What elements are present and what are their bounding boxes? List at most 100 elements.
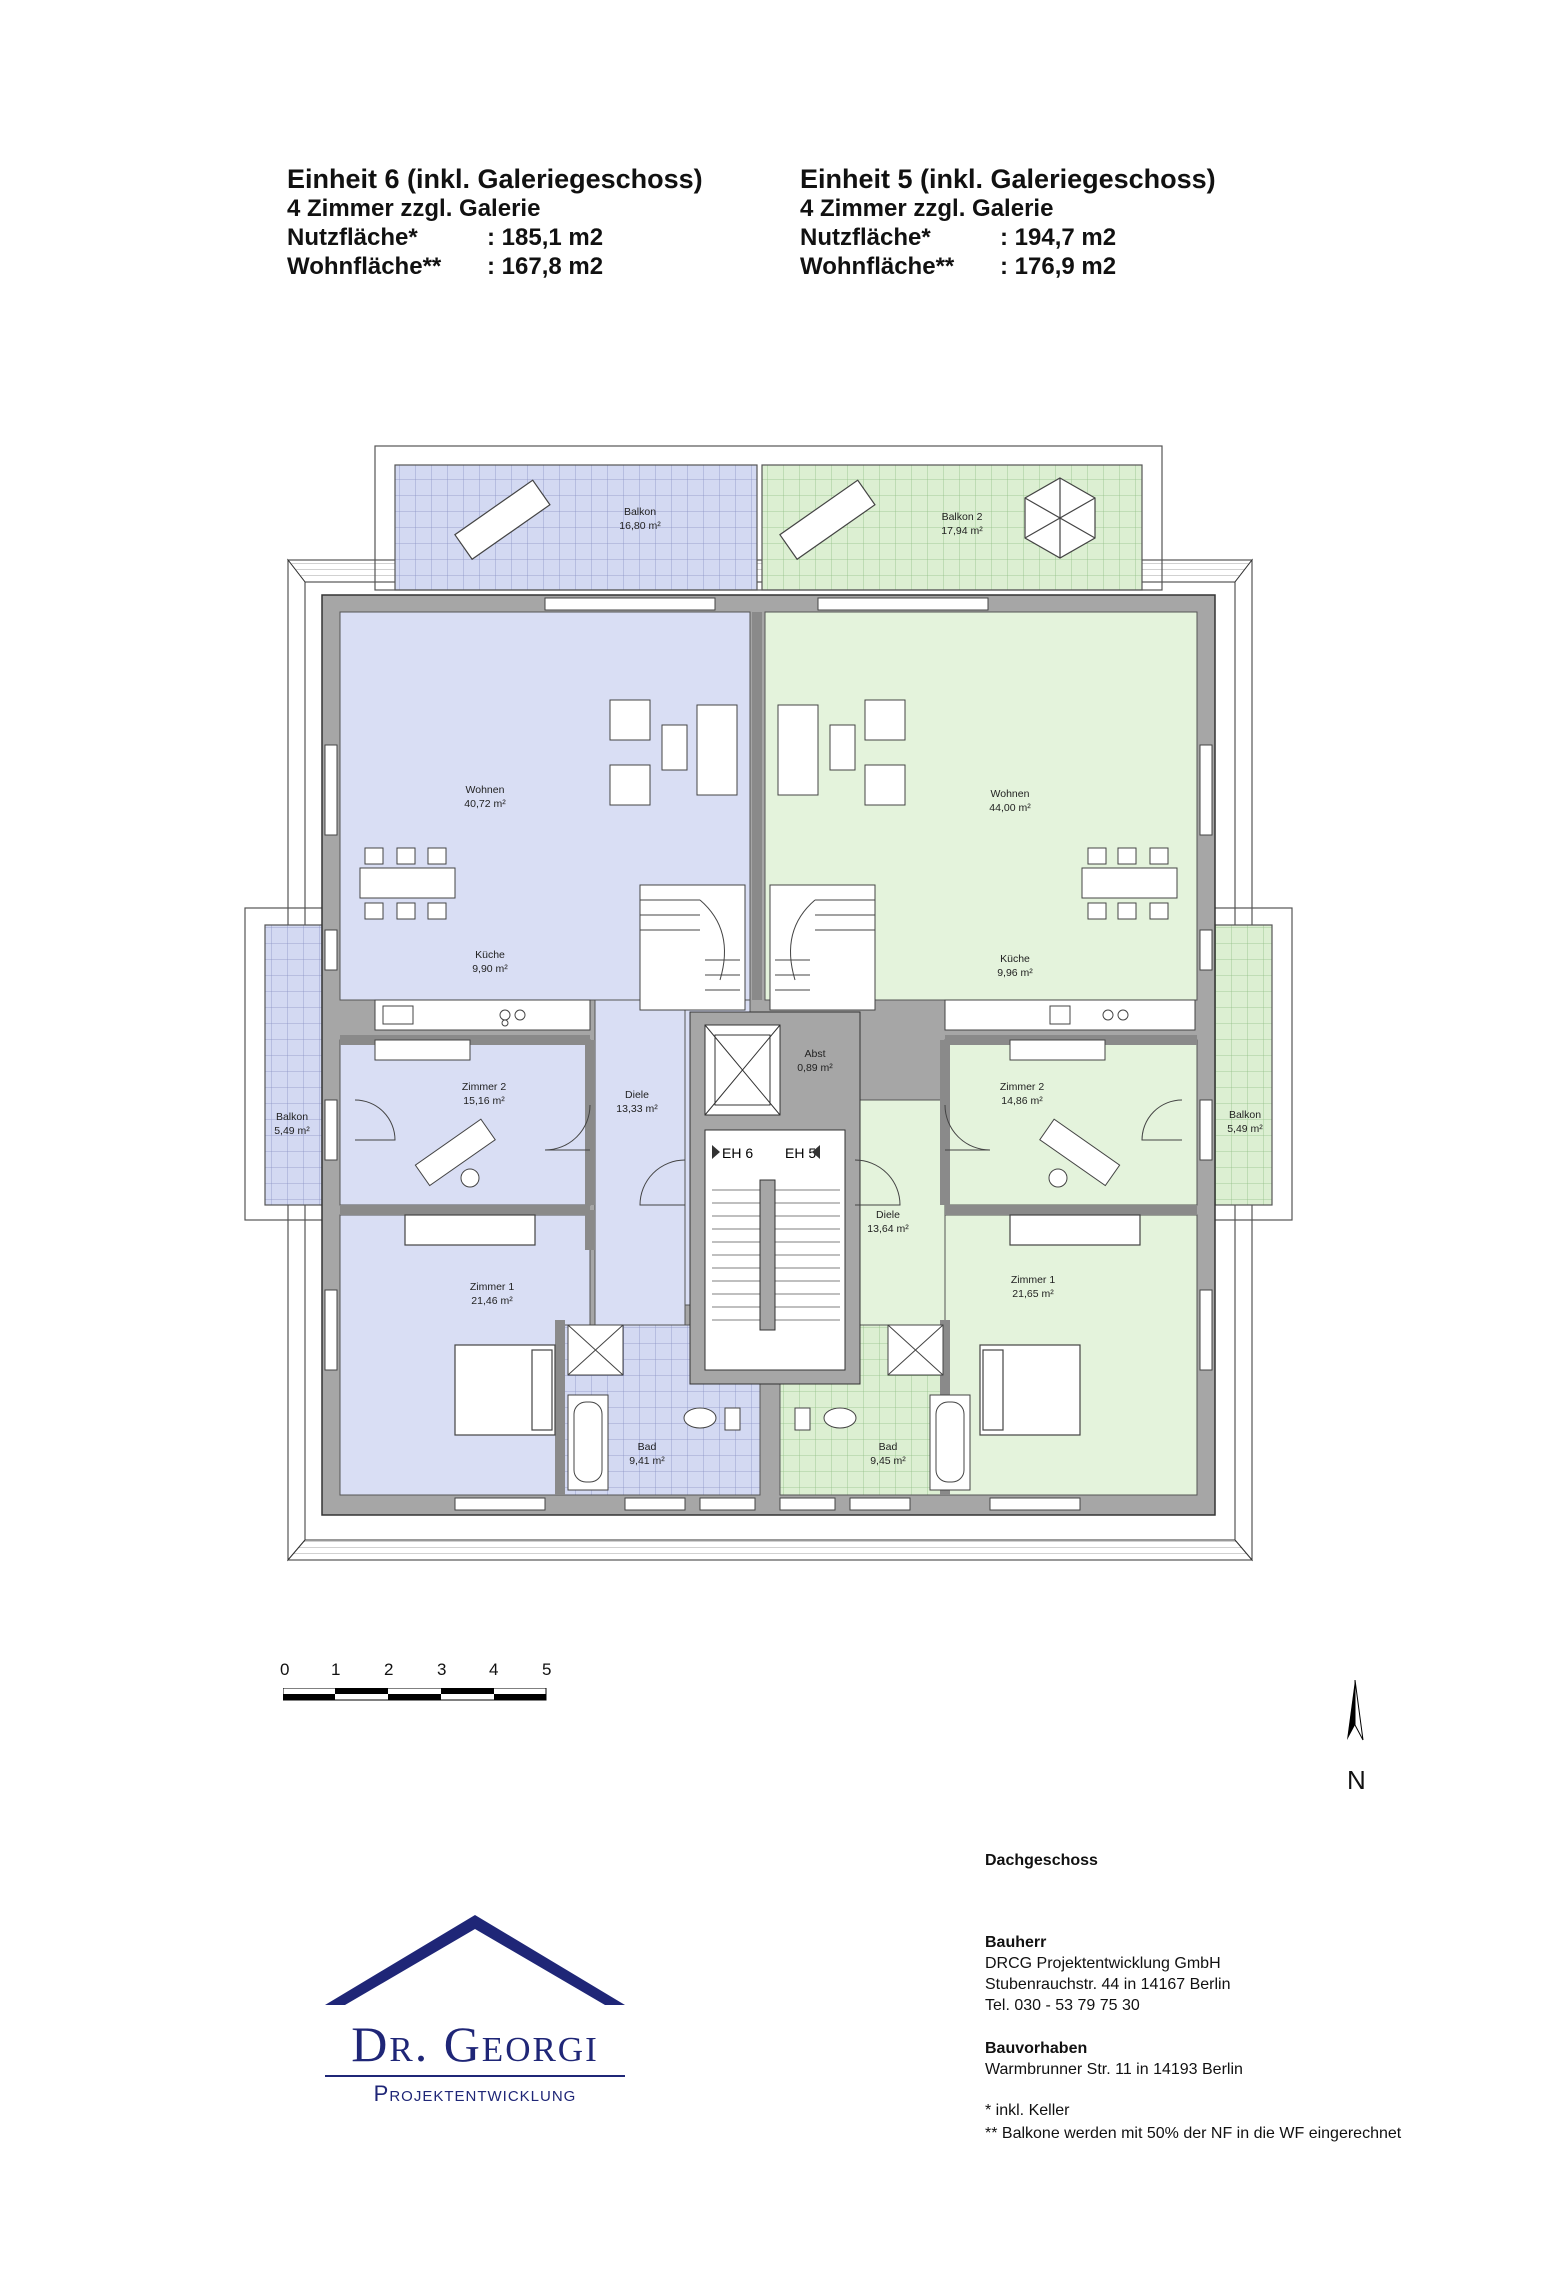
scale-tick-1: 1 [331,1660,341,1679]
room-name: Balkon [276,1111,308,1123]
room-kueche6: Küche 9,90 m² [472,949,508,975]
room-area: 44,00 m² [989,802,1031,814]
unit6-nf-value: : 185,1 m2 [487,224,604,251]
bauherr-line-3: Tel. 030 - 53 79 75 30 [985,1997,1140,2014]
compass-label: N [1347,1765,1366,1795]
bauvorhaben-block: Bauvorhaben Warmbrunner Str. 11 in 14193… [985,2038,1243,2080]
room-area: 40,72 m² [464,798,506,810]
unit6-title: Einheit 6 (inkl. Galeriegeschoss) [287,164,703,194]
desk-5 [1009,1039,1121,1188]
room-area: 9,96 m² [997,967,1033,979]
bauherr-line-1: DRCG Projektentwicklung GmbH [985,1955,1221,1972]
room-area: 14,86 m² [1001,1095,1043,1107]
room-diele5: Diele 13,64 m² [867,1209,909,1235]
room-wohnen5: Wohnen 44,00 m² [989,788,1031,814]
bauherr-label: Bauherr [985,1934,1047,1951]
bed-6 [404,1214,556,1436]
room-area: 21,46 m² [471,1295,513,1307]
room-area: 9,45 m² [870,1455,906,1467]
windows [324,597,1213,1511]
scale-graphic [283,1688,547,1701]
kitchen-6 [374,999,591,1031]
floor-label: Dachgeschoss [985,1852,1098,1869]
balkon6-top [394,464,758,591]
umbrella-icon [1024,477,1096,559]
lounger-6 [454,479,551,561]
kitchen-5 [944,999,1196,1031]
roof-logo-icon [325,1915,625,2005]
scale-tick-5: 5 [542,1660,552,1679]
unit5-title: Einheit 5 (inkl. Galeriegeschoss) [800,164,1216,194]
room-area: 9,90 m² [472,963,508,975]
bauvorhaben-line: Warmbrunner Str. 11 in 14193 Berlin [985,2061,1243,2078]
room-name: Bad [879,1441,898,1453]
room-name: Zimmer 2 [1000,1081,1044,1093]
room-name: Küche [475,949,505,961]
lounge-6 [609,699,738,806]
bauherr-block: Bauherr DRCG Projektentwicklung GmbH Stu… [985,1932,1231,2016]
unit6-wf-value: : 167,8 m2 [487,253,604,280]
stair-treads [712,1189,840,1321]
room-name: Balkon [624,506,656,518]
north-arrow-icon [1347,1679,1364,1741]
lounger-5 [779,479,876,561]
room-bad5: Bad 9,45 m² [870,1441,906,1467]
scale-bar: 0 1 2 3 4 5 [280,1660,570,1720]
room-zimmer1-6: Zimmer 1 21,46 m² [470,1281,514,1307]
room-name: Abst [804,1048,825,1060]
room-name: Küche [1000,953,1030,965]
room-name: Wohnen [991,788,1030,800]
door-swings [354,1099,1183,1206]
unit6-wf-label: Wohnfläche** [287,253,442,280]
company-logo: Dr. Georgi Projektentwicklung [325,1915,625,2107]
scale-tick-3: 3 [437,1660,447,1679]
room-labels: Balkon 16,80 m² Balkon 2 17,94 m² Wohnen 40,7… [274,506,1263,1467]
entry5-label: EH 5 [785,1145,816,1161]
room-balkon5-side: Balkon 5,49 m² [1227,1109,1263,1135]
unit5-wf-label: Wohnfläche** [800,253,955,280]
room-name: Zimmer 1 [470,1281,514,1293]
room-area: 21,65 m² [1012,1288,1054,1300]
room-kueche5: Küche 9,96 m² [997,953,1033,979]
unit6-nf-label: Nutzfläche* [287,224,418,251]
unit5-nf-label: Nutzfläche* [800,224,931,251]
logo-name: Dr. Georgi [351,2016,599,2072]
room-zimmer2-6: Zimmer 215,16 m² [462,1081,506,1107]
spiral-stair-6 [639,884,746,1011]
footnote-1: * inkl. Keller [985,2102,1070,2119]
scale-tick-4: 4 [489,1660,499,1679]
bauherr-line-2: Stubenrauchstr. 44 in 14167 Berlin [985,1976,1231,1993]
logo-subtitle: Projektentwicklung [325,2075,625,2107]
room-area: 17,94 m² [941,525,983,537]
balkon5-side [1211,924,1273,1206]
bed-5 [979,1214,1141,1436]
room-area: 16,80 m² [619,520,661,532]
room-balkon5-top: Balkon 2 17,94 m² [941,511,983,537]
footnote-2: ** Balkone werden mit 50% der NF in die … [985,2125,1402,2142]
room-area: 9,41 m² [629,1455,665,1467]
room-name: Balkon 2 [942,511,983,523]
unit5-rooms: 4 Zimmer zzgl. Galerie [800,195,1054,222]
room-balkon6-top: Balkon 16,80 m² [619,506,661,532]
room-wohnen6: Wohnen 40,72 m² [464,784,506,810]
room-name: Balkon [1229,1109,1261,1121]
room-name: Diele [876,1209,900,1221]
lounge-5 [777,699,906,806]
room-area: 13,64 m² [867,1223,909,1235]
room-name: Zimmer 1 [1011,1274,1055,1286]
bath-fixtures-6 [567,1324,741,1491]
unit5-header: Einheit 5 (inkl. Galeriegeschoss) 4 Zimm… [800,165,1216,281]
unit5-wf-value: : 176,9 m2 [1000,253,1117,280]
scale-tick-0: 0 [280,1660,290,1679]
room-name: Bad [638,1441,657,1453]
floor-plan: EH 6 EH 5 [244,445,1293,1562]
dining-table-5 [1081,847,1178,920]
room-name: Wohnen [466,784,505,796]
room-area: 15,16 m² [463,1095,505,1107]
unit6-header: Einheit 6 (inkl. Galeriegeschoss) 4 Zimm… [287,165,703,281]
room-area: 13,33 m² [616,1103,658,1115]
room-area: 5,49 m² [1227,1123,1263,1135]
